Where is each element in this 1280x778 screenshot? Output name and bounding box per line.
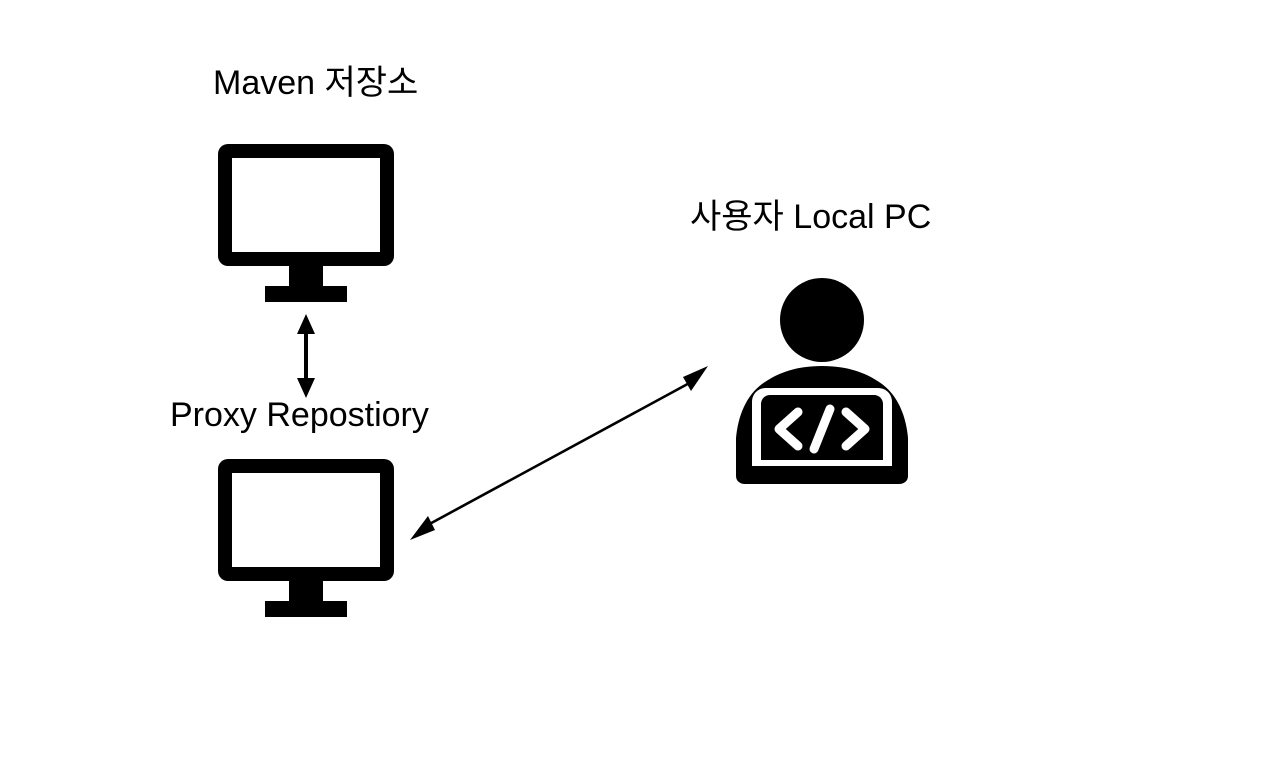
connector-maven-to-proxy (276, 306, 336, 406)
monitor-icon (218, 144, 394, 302)
monitor-icon-maven-repository (210, 138, 406, 302)
node-label-maven-repository: Maven 저장소 (213, 64, 419, 102)
connector-proxy-to-local-pc (396, 358, 724, 554)
monitor-icon-proxy-repository (210, 453, 406, 617)
double-headed-arrow-diagonal (410, 366, 708, 540)
node-label-proxy-repository: Proxy Repostiory (170, 396, 429, 434)
double-headed-arrow-vertical (297, 314, 315, 398)
person-head-icon (780, 278, 864, 362)
node-label-user-local-pc: 사용자 Local PC (690, 198, 932, 236)
monitor-icon (218, 459, 394, 617)
code-glyph-icon (774, 404, 870, 454)
developer-laptop-icon (736, 278, 908, 484)
developer-laptop-icon-user-local-pc (722, 270, 922, 490)
laptop-base (736, 466, 908, 484)
